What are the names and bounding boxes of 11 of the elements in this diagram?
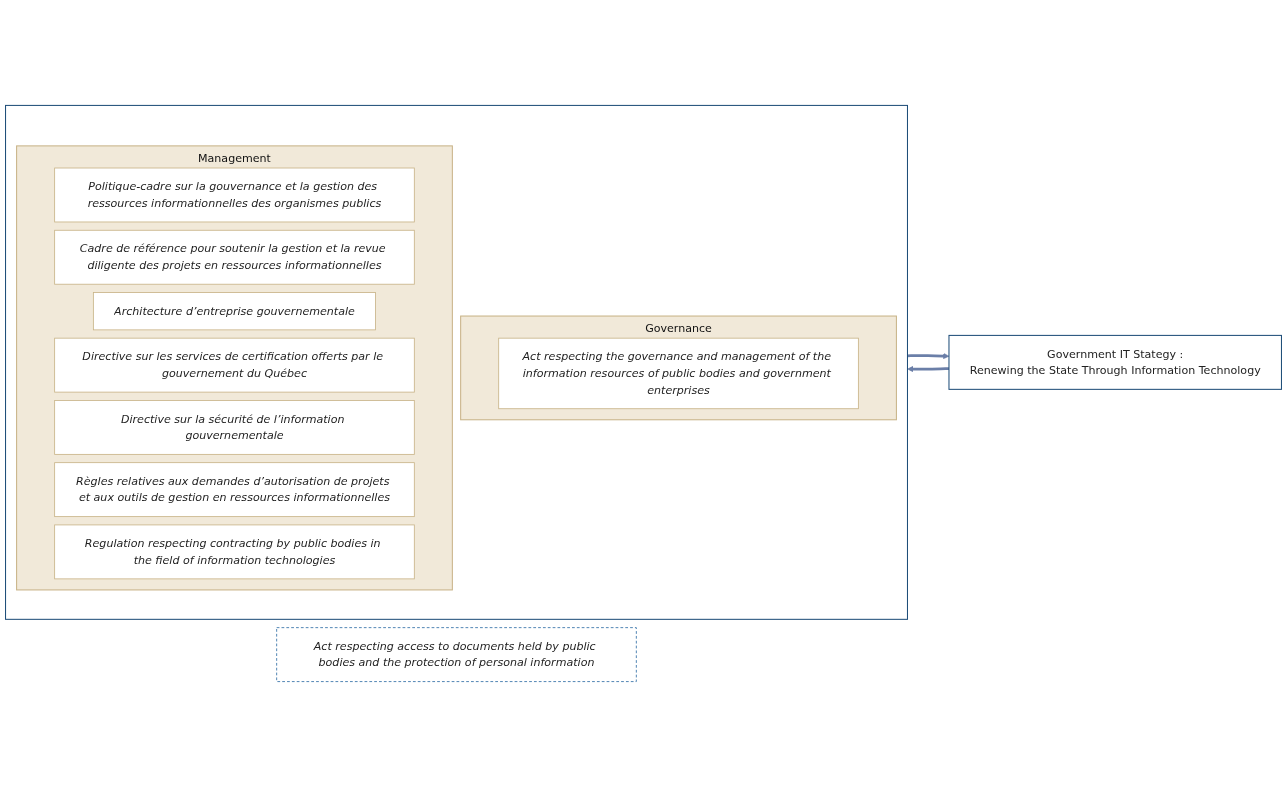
node-box: Architecture d’entreprise gouvernementale [92, 292, 376, 331]
node-box: Directive sur la sécurité de l’information gouvernementale [54, 400, 415, 455]
node-box: Cadre de référence pour soutenir la gestion et la revue diligente des projets en ressources informationnelles [54, 229, 415, 285]
node-box: Politique-cadre sur la gouvernance et la gestion des ressources informationnelles des organismes publics [54, 167, 415, 223]
cluster [5, 104, 908, 620]
node-box: Règles relatives aux demandes d’autorisation de projets et aux outils de gestion en ressources informationnelles [54, 462, 415, 518]
node-box: Regulation respecting contracting by public bodies in the field of information technologies [54, 524, 415, 580]
node-box: Act respecting access to documents held by public bodies and the protection of personal information [276, 627, 637, 682]
node-box: Act respecting the governance and management of the information resources of public bodies and government enterprises [498, 337, 859, 410]
node-box: Directive sur les services de certification offerts par le gouvernement du Québec [54, 337, 415, 393]
node-box: Government IT Stategy : Renewing the State Through Information Technology [948, 334, 1282, 390]
